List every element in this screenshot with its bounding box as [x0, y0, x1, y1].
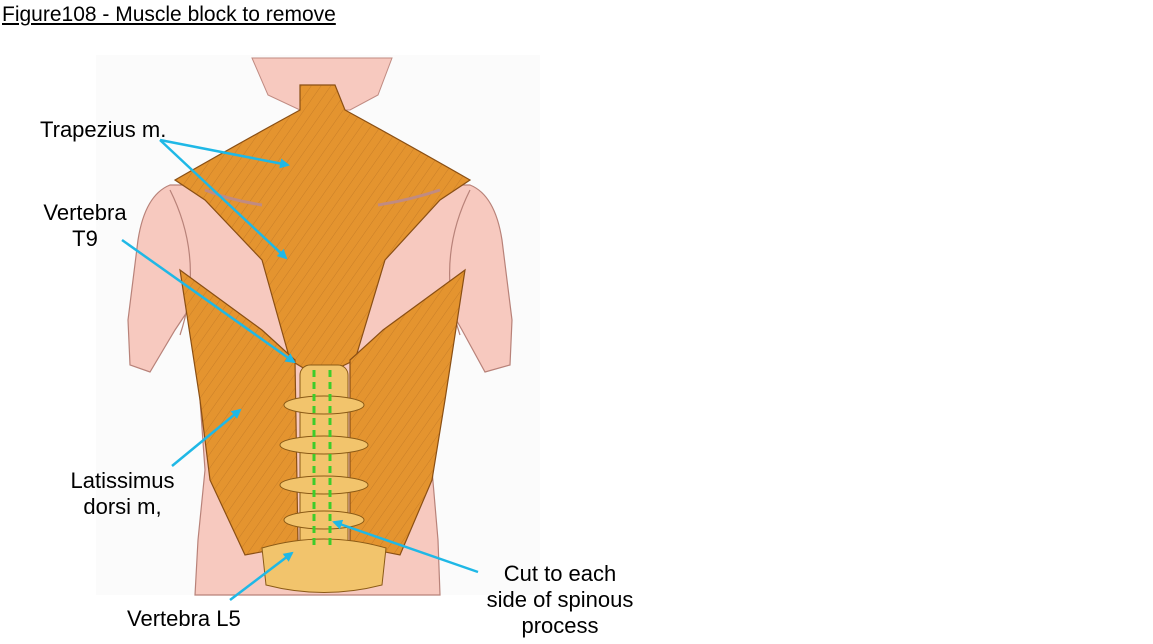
- cut-label-line1: Cut to each: [503, 561, 617, 586]
- trapezius-label: Trapezius m.: [40, 117, 167, 142]
- figure-title: Figure108 - Muscle block to remove: [2, 3, 336, 26]
- latissimus-label: Latissimus dorsi m,: [55, 468, 190, 520]
- trapezius-arrow-lower: [159, 139, 288, 260]
- cut-label-line2: side of spinous: [486, 587, 634, 612]
- vertebra-t9-arrow: [121, 238, 296, 364]
- vertebra-t9-label-line2: T9: [72, 226, 98, 251]
- latissimus-label-line1: Latissimus: [70, 468, 175, 493]
- vertebra-l5-label: Vertebra L5: [127, 606, 241, 631]
- vertebra-t9-label: Vertebra T9: [30, 200, 140, 252]
- cut-arrow: [332, 519, 479, 574]
- vertebra-t9-label-line1: Vertebra: [43, 200, 127, 225]
- vertebra-l5-arrow: [229, 551, 294, 601]
- latissimus-label-line2: dorsi m,: [83, 494, 162, 519]
- cut-label-line3: process: [521, 613, 599, 638]
- cut-label: Cut to each side of spinous process: [460, 561, 660, 639]
- pelvis: [261, 538, 387, 593]
- latissimus-arrow: [171, 408, 242, 467]
- head-skin: [251, 57, 393, 111]
- trapezius-arrow-upper: [159, 138, 290, 169]
